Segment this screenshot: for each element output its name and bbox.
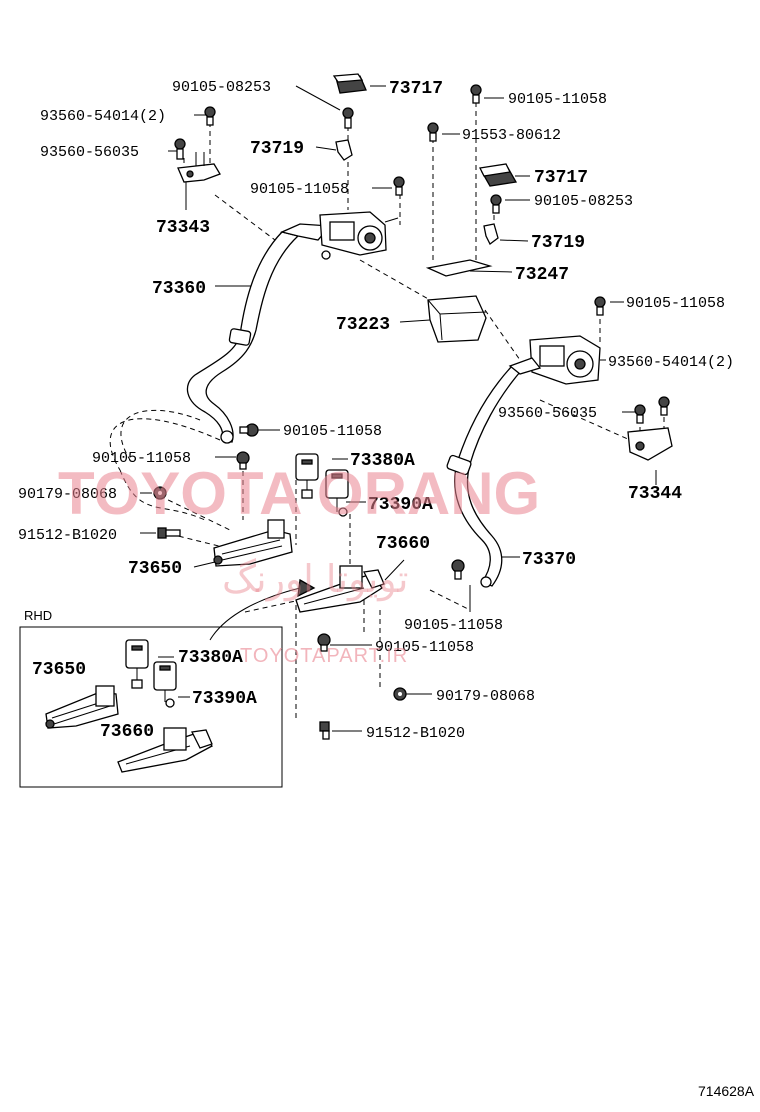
- label-73660: 73660: [376, 534, 430, 554]
- watermark-brand: TOYOTA ORANG: [58, 460, 540, 527]
- label-73660: 73660: [100, 722, 154, 742]
- box-73223: [427, 295, 487, 343]
- mount-73650: [213, 519, 293, 567]
- label-73370: 73370: [522, 550, 576, 570]
- label-73650: 73650: [32, 660, 86, 680]
- retractor-right: [529, 335, 601, 385]
- rhd-arrow: [209, 578, 316, 641]
- label-rhd: RHD: [24, 608, 52, 623]
- label-90105-11058: 90105-11058: [283, 423, 382, 440]
- label-93560-54014: 93560-54014(2): [608, 354, 734, 371]
- label-73223: 73223: [336, 315, 390, 335]
- label-73380A: 73380A: [350, 451, 415, 471]
- mount-73660: [295, 565, 385, 613]
- bolt-icons: [153, 84, 670, 740]
- label-73344: 73344: [628, 484, 682, 504]
- label-90179-08068: 90179-08068: [18, 486, 117, 503]
- label-73717: 73717: [389, 79, 443, 99]
- rhd-inset: [19, 626, 283, 788]
- label-73390A: 73390A: [192, 689, 257, 709]
- label-73343: 73343: [156, 218, 210, 238]
- seat-belt-73360: [186, 223, 332, 444]
- label-91512-B1020: 91512-B1020: [366, 725, 465, 742]
- label-91512-B1020: 91512-B1020: [18, 527, 117, 544]
- label-73719: 73719: [250, 139, 304, 159]
- retractor-upper-left: [319, 211, 399, 260]
- label-90105-11058: 90105-11058: [404, 617, 503, 634]
- label-73719: 73719: [531, 233, 585, 253]
- watermark: TOYOTA ORANG تویوتا اورنگ TOYOTAPART.IR: [58, 460, 540, 667]
- anchor-73343: [177, 152, 221, 183]
- label-93560-56035: 93560-56035: [498, 405, 597, 422]
- figure-number: 714628A: [698, 1083, 755, 1099]
- label-73650: 73650: [128, 559, 182, 579]
- label-73390A: 73390A: [368, 495, 433, 515]
- label-73360: 73360: [152, 279, 206, 299]
- label-90105-11058: 90105-11058: [92, 450, 191, 467]
- buckle-73390A: [325, 469, 349, 517]
- label-90105-11058: 90105-11058: [626, 295, 725, 312]
- label-73717: 73717: [534, 168, 588, 188]
- watermark-persian: تویوتا اورنگ: [222, 557, 409, 602]
- anchor-73344: [627, 427, 673, 461]
- label-73247: 73247: [515, 265, 569, 285]
- label-90105-11058: 90105-11058: [375, 639, 474, 656]
- watermark-site: TOYOTAPART.IR: [240, 645, 408, 667]
- label-93560-54014: 93560-54014(2): [40, 108, 166, 125]
- label-90105-11058: 90105-11058: [250, 181, 349, 198]
- assembly-dashed-lines: [109, 102, 665, 720]
- label-73380A: 73380A: [178, 648, 243, 668]
- seat-belt-73370: [446, 357, 542, 588]
- label-90105-08253: 90105-08253: [534, 193, 633, 210]
- label-90105-11058: 90105-11058: [508, 91, 607, 108]
- label-90105-08253: 90105-08253: [172, 79, 271, 96]
- part-labels: 90105-08253 73717 90105-11058 93560-5401…: [18, 79, 755, 1099]
- bracket-73247: [425, 259, 493, 277]
- label-90179-08068: 90179-08068: [436, 688, 535, 705]
- clip-73719: [335, 139, 499, 245]
- label-93560-56035: 93560-56035: [40, 144, 139, 161]
- cover-73717-top: [332, 73, 367, 94]
- buckle-73380A: [295, 453, 319, 499]
- cover-73717-right: [479, 163, 518, 187]
- label-91553-80612: 91553-80612: [462, 127, 561, 144]
